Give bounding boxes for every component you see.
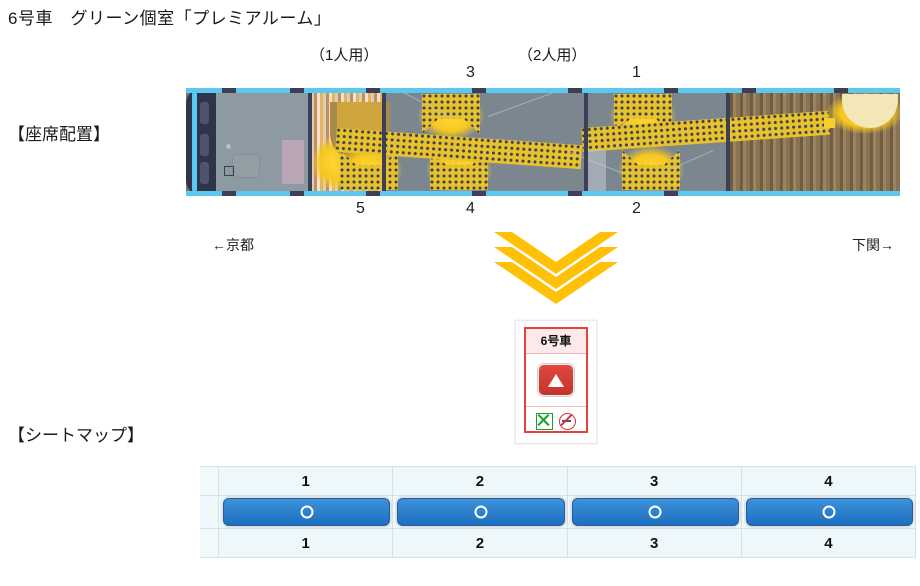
- section-label-seat-layout: 【座席配置】: [8, 125, 110, 144]
- edge-tick: [568, 191, 582, 196]
- seat-cell-3: [566, 495, 742, 529]
- seat-map-button-row: [200, 495, 917, 529]
- green-car-symbol-container: [526, 354, 586, 407]
- car-badge[interactable]: 6号車: [515, 320, 597, 444]
- train-car-layout-diagram: [186, 88, 900, 196]
- divider-2: [382, 93, 386, 191]
- seat-header-4: 4: [740, 466, 917, 496]
- car-seat-number-top-3: 3: [466, 64, 475, 81]
- direction-label-left: ←京都: [212, 237, 254, 253]
- aisle-highlight: [584, 150, 606, 192]
- green-car-triangle: [548, 373, 564, 387]
- seat-map-table: 1 2 3 4 1 2 3 4: [200, 466, 917, 558]
- edge-tick: [290, 191, 304, 196]
- divider-3: [584, 93, 588, 191]
- edge-tick: [222, 88, 236, 93]
- edge-tick: [834, 88, 848, 93]
- divider-1: [308, 93, 312, 191]
- seat-available-icon: [648, 505, 662, 519]
- caption-double-room: （2人用）: [518, 47, 587, 64]
- vestibule-marker: [282, 140, 304, 184]
- section-label-seat-map: 【シートマップ】: [8, 426, 144, 445]
- seat-available-icon: [474, 505, 488, 519]
- car-seat-number-bottom-4: 4: [466, 200, 475, 217]
- seat-map-header-row: 1 2 3 4: [200, 466, 917, 496]
- page-title: 6号車 グリーン個室「プレミアルーム」: [8, 9, 332, 28]
- spacer-cell: [200, 528, 219, 558]
- seat-footer-1: 1: [217, 528, 394, 558]
- car-seat-number-bottom-2: 2: [632, 200, 641, 217]
- edge-tick: [742, 88, 756, 93]
- seat-footer-4: 4: [740, 528, 917, 558]
- car-badge-inner: 6号車: [524, 327, 588, 433]
- seat-available-icon: [822, 505, 836, 519]
- nose-stripe-lower: [200, 162, 209, 184]
- seat-button-3[interactable]: [571, 498, 739, 526]
- reserved-seat-icon: [536, 412, 553, 430]
- edge-tick: [664, 88, 678, 93]
- edge-tick: [472, 88, 486, 93]
- nose-stripe-middle: [200, 134, 209, 156]
- seat-cell-4: [740, 495, 917, 529]
- seat-button-2[interactable]: [397, 498, 565, 526]
- edge-tick: [664, 191, 678, 196]
- seat-header-1: 1: [217, 466, 394, 496]
- direction-label-right: 下関→: [852, 237, 894, 253]
- edge-tick: [222, 191, 236, 196]
- edge-tick: [366, 88, 380, 93]
- seat-header-3: 3: [566, 466, 742, 496]
- seat-map-footer-row: 1 2 3 4: [200, 528, 917, 558]
- seat-cell-1: [217, 495, 394, 529]
- seat-header-2: 2: [392, 466, 568, 496]
- seat-footer-2: 2: [392, 528, 568, 558]
- edge-tick: [290, 88, 304, 93]
- edge-tick: [366, 191, 380, 196]
- edge-tick: [568, 88, 582, 93]
- car-badge-name: 6号車: [526, 329, 586, 354]
- cab-panel-box: [224, 166, 234, 176]
- corridor-handrail: [824, 118, 835, 128]
- car-edge-bottom: [186, 191, 900, 196]
- no-smoking-icon: [559, 412, 576, 430]
- edge-tick: [472, 191, 486, 196]
- car-seat-number-bottom-5: 5: [356, 200, 365, 217]
- caption-single-room: （1人用）: [310, 47, 379, 64]
- seat-button-4[interactable]: [745, 498, 913, 526]
- green-car-icon: [538, 364, 574, 396]
- car-badge-icons: [526, 407, 586, 435]
- spacer-cell: [200, 466, 219, 496]
- seat-button-1[interactable]: [223, 498, 391, 526]
- car-body: [186, 88, 900, 196]
- car-edge-top: [186, 88, 900, 93]
- car-seat-number-top-1: 1: [632, 64, 641, 81]
- chevron-down-triple-icon: [494, 232, 618, 304]
- seat-cell-2: [392, 495, 568, 529]
- spacer-cell: [200, 495, 219, 529]
- nose-stripe-upper: [200, 102, 209, 124]
- seat-footer-3: 3: [566, 528, 742, 558]
- cab-knob: [226, 144, 231, 149]
- seat-available-icon: [300, 505, 314, 519]
- cab-seat: [232, 154, 260, 178]
- divider-4: [726, 93, 730, 191]
